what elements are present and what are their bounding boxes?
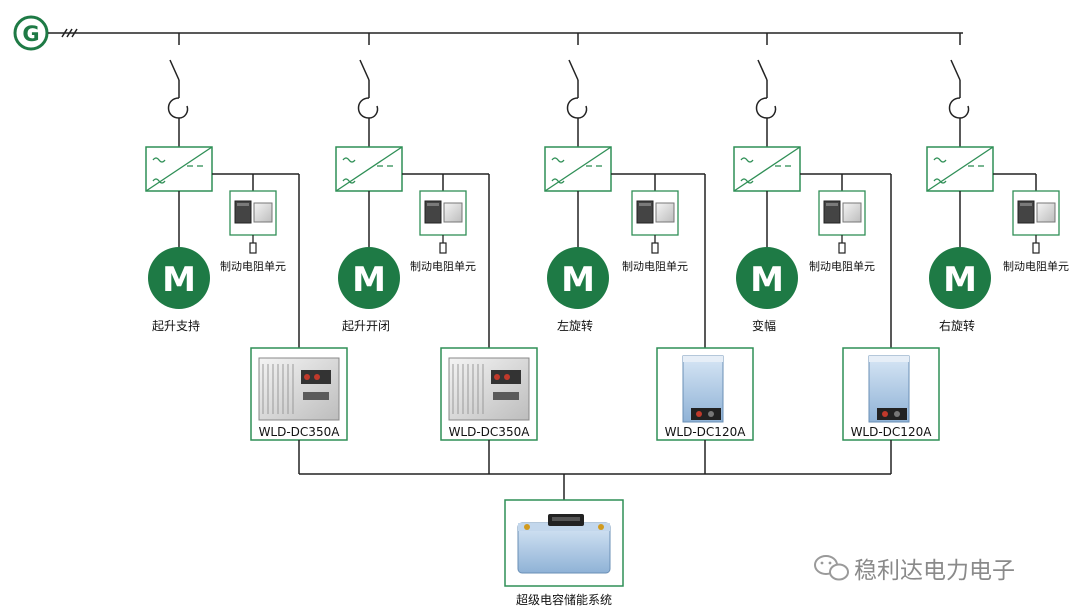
motor-label: 起升开闭 (342, 319, 390, 333)
wechat-icon (814, 555, 849, 581)
brake-resistor-unit (229, 190, 277, 254)
converter-symbol (733, 146, 801, 192)
motor-symbol: M (736, 247, 798, 309)
brake-unit-label: 制动电阻单元 (622, 260, 688, 273)
motor-label: 变幅 (752, 318, 776, 333)
motor-letter: M (162, 260, 196, 300)
storage-system: 超级电容储能系统 (504, 499, 624, 607)
converter-cabinet-image (258, 357, 340, 421)
converter-cabinet-image (682, 355, 724, 423)
branch-4: M 变幅 制动电阻单元 (733, 33, 892, 348)
brake-unit-label: 制动电阻单元 (809, 260, 875, 273)
motor-symbol: M (148, 247, 210, 309)
breaker-symbol (948, 97, 970, 147)
disconnect-switch-symbol (757, 59, 768, 98)
breaker-symbol (755, 97, 777, 147)
branch-3: M 左旋转 制动电阻单元 (544, 33, 706, 348)
converter-symbol (544, 146, 612, 192)
disconnect-switch-symbol (568, 59, 579, 98)
breaker-symbol (357, 97, 379, 147)
breaker-symbol (566, 97, 588, 147)
storage-label: 超级电容储能系统 (516, 592, 612, 607)
dc-unit-1: WLD-DC350A (250, 347, 348, 474)
motor-letter: M (943, 260, 977, 300)
dc-unit-model: WLD-DC120A (665, 425, 747, 439)
converter-cabinet-image (868, 355, 910, 423)
brake-unit-label: 制动电阻单元 (410, 260, 476, 273)
dc-unit-4: WLD-DC120A (842, 347, 940, 474)
motor-letter: M (750, 260, 784, 300)
brake-resistor-unit (419, 190, 467, 254)
converter-symbol (145, 146, 213, 192)
motor-symbol: M (547, 247, 609, 309)
motor-symbol: M (338, 247, 400, 309)
brake-resistor-unit (818, 190, 866, 254)
dc-unit-3: WLD-DC120A (656, 347, 754, 474)
watermark: 稳利达电力电子 (814, 555, 1015, 584)
branch-2: M 起升开闭 制动电阻单元 (335, 33, 490, 348)
disconnect-switch-symbol (359, 59, 370, 98)
disconnect-switch-symbol (169, 59, 180, 98)
disconnect-switch-symbol (950, 59, 961, 98)
brake-resistor-unit (1012, 190, 1060, 254)
dc-bus (299, 473, 891, 500)
branch-5: M 右旋转 制动电阻单元 (926, 33, 1069, 333)
dc-unit-model: WLD-DC350A (449, 425, 531, 439)
motor-letter: M (561, 260, 595, 300)
motor-label: 起升支持 (152, 318, 200, 333)
dc-unit-model: WLD-DC350A (259, 425, 341, 439)
motor-symbol: M (929, 247, 991, 309)
dc-converter-units: WLD-DC350A WLD-DC350A WLD-DC120A WLD-DC120A (250, 347, 940, 474)
breaker-symbol (167, 97, 189, 147)
converter-cabinet-image (448, 357, 530, 421)
motor-label: 右旋转 (939, 318, 975, 333)
brake-unit-label: 制动电阻单元 (220, 260, 286, 273)
brake-unit-label: 制动电阻单元 (1003, 260, 1069, 273)
converter-symbol (335, 146, 403, 192)
watermark-text: 稳利达电力电子 (854, 558, 1015, 584)
dc-unit-2: WLD-DC350A (440, 347, 538, 474)
dc-unit-model: WLD-DC120A (851, 425, 933, 439)
converter-symbol (926, 146, 994, 192)
drive-branches: M 起升支持 制动电阻单元 M 起升开闭 制动电阻单元 M 左旋转 制动电阻单元 M 变幅 制动电阻单… (145, 33, 1069, 348)
branch-1: M 起升支持 制动电阻单元 (145, 33, 300, 348)
generator-letter: G (22, 22, 39, 46)
motor-label: 左旋转 (557, 318, 593, 333)
motor-letter: M (352, 260, 386, 300)
supercapacitor-image (517, 514, 611, 574)
brake-resistor-unit (631, 190, 679, 254)
